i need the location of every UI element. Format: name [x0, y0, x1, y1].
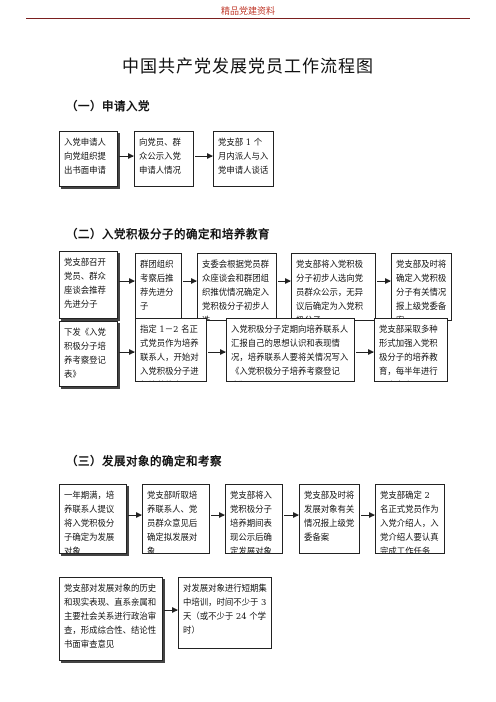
- flow-box-2-9: 党支部采取多种形式加强入党积极分子的培养教育，每半年进行一次考察。: [374, 318, 448, 382]
- document-header-tag: 精品党建资料: [220, 7, 275, 17]
- page-title: 中国共产党发展党员工作流程图: [122, 57, 374, 77]
- flow-box-2-5: 党支部及时将确定入党积极分子有关情况报上级党委备案: [391, 253, 452, 321]
- flow-arrow: [183, 278, 197, 284]
- flow-arrow: [356, 349, 374, 355]
- flow-arrow: [164, 607, 178, 613]
- flow-box-3-3: 党支部将入党积极分子培养期间表现公示后确定发展对象: [225, 484, 283, 554]
- flow-box-2-3: 支委会根据党员群众座谈会和群团组织推优情况确定入党积极分子初步人选: [197, 253, 277, 321]
- flow-box-3-2: 党支部听取培养联系人、党员群众意见后确定拟发展对象: [142, 484, 210, 554]
- flow-box-3-1: 一年期满，培养联系人提议将入党积极分子确定为发展对象: [59, 484, 127, 554]
- flow-arrow: [361, 512, 375, 518]
- flow-box-3-6: 党支部对发展对象的历史和现实表现、直系亲属和主要社会关系进行政治审查，形成综合性…: [59, 577, 163, 661]
- flow-arrow: [195, 153, 213, 159]
- flow-box-2-1: 党支部召开党员、群众座谈会推荐先进分子: [59, 251, 118, 319]
- header-divider: [26, 18, 470, 19]
- flow-box-1-3: 党支部 1 个月内派人与入党申请人谈话: [213, 131, 274, 187]
- flow-box-2-8: 入党积极分子定期向培养联系人汇报自己的思想认识和表现情况，培养联系人要将关情况写…: [226, 318, 355, 382]
- section-heading-1: （一）申请入党: [66, 99, 150, 113]
- flow-box-2-6: 下发《入党积极分子培养考察登记表》: [59, 321, 118, 387]
- flow-box-2-2: 群团组织考察后推荐先进分子: [135, 253, 182, 321]
- flow-arrow: [208, 349, 226, 355]
- flow-arrow: [119, 153, 134, 159]
- flow-arrow: [278, 278, 291, 284]
- section-heading-3: （三）发展对象的确定和考察: [66, 454, 222, 468]
- flow-arrow: [119, 278, 135, 284]
- flow-arrow: [119, 349, 135, 355]
- flow-box-3-7: 对发展对象进行短期集中培训，时间不少于 3 天（或不少于 24 个学时）: [178, 577, 272, 649]
- flow-box-2-4: 党支部将入党积极分子初步人选向党员群众公示，无异议后确定为入党积极分子: [291, 253, 376, 321]
- flow-box-3-5: 党支部确定 2 名正式党员作为入党介绍人，入党介绍人要认真完成工作任务: [375, 484, 445, 554]
- flow-arrow: [128, 512, 142, 518]
- flow-arrow: [211, 512, 225, 518]
- flow-arrow: [284, 512, 299, 518]
- flow-box-1-2: 向党员、群众公示入党申请人情况: [134, 131, 194, 187]
- section-heading-2: （二）入党积极分子的确定和培养教育: [66, 227, 270, 241]
- flow-arrow: [377, 278, 391, 284]
- flow-box-2-7: 指定 1－2 名正式党员作为培养联系人，开始对入党积极分子进行培养教育: [135, 318, 207, 382]
- flow-box-3-4: 党支部及时将发展对象有关情况报上级党委备案: [299, 484, 360, 554]
- flow-box-1-1: 入党申请人向党组织提出书面申请: [59, 131, 118, 187]
